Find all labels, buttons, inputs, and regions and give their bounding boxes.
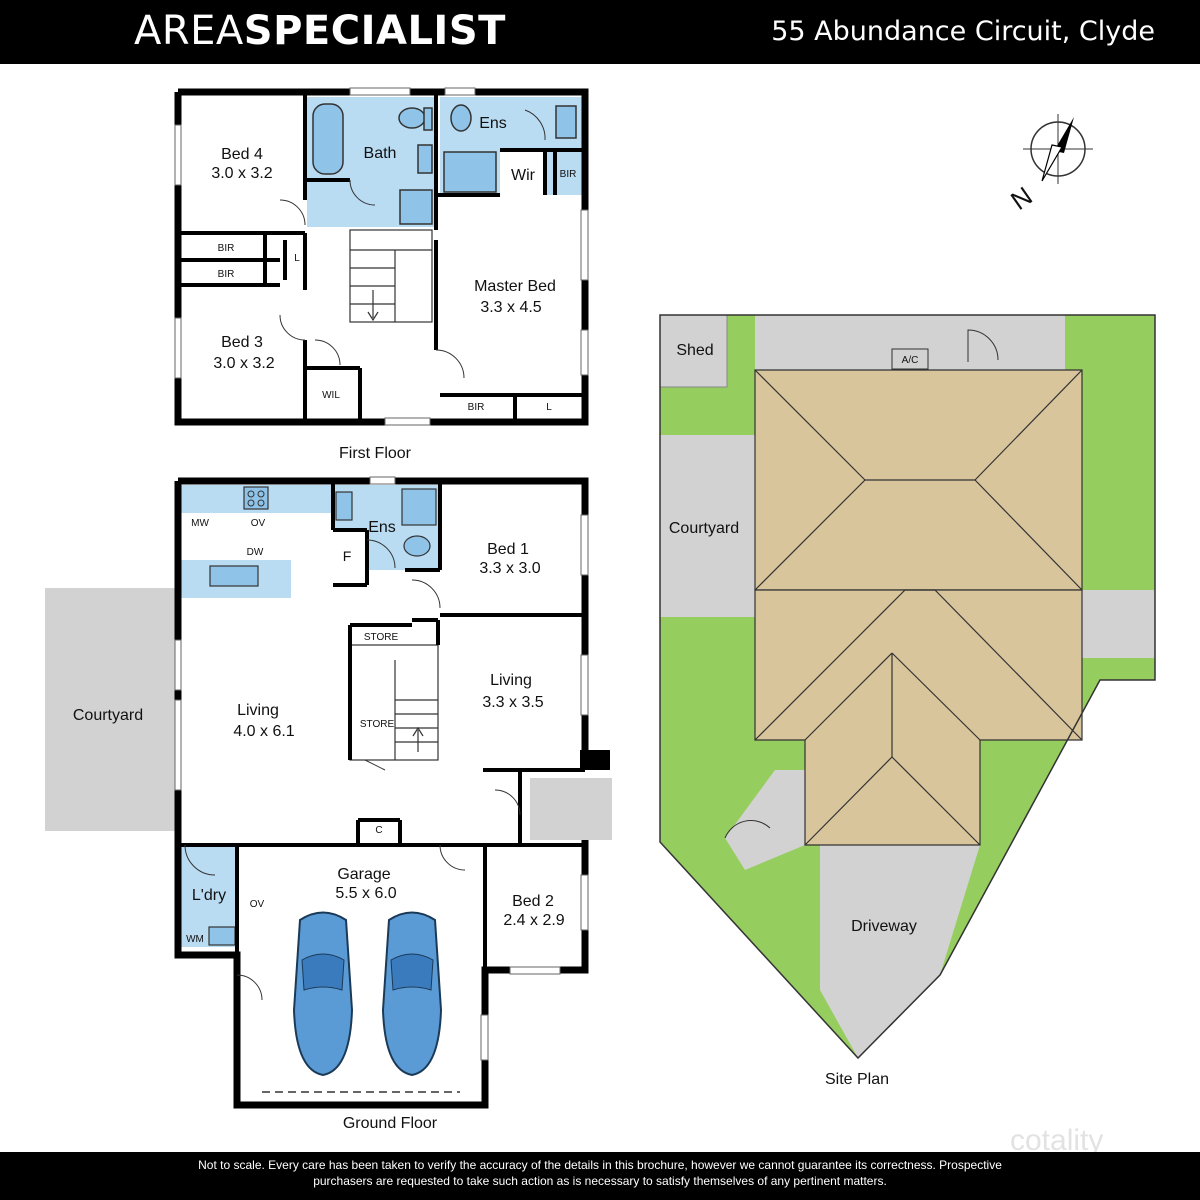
bed4-bir-label: BIR bbox=[218, 243, 235, 254]
ac-label: A/C bbox=[902, 355, 919, 366]
wil-label: WIL bbox=[322, 390, 340, 401]
bed4-size: 3.0 x 3.2 bbox=[211, 165, 272, 182]
car-right-icon bbox=[381, 911, 443, 1077]
property-address: 55 Abundance Circuit, Clyde bbox=[771, 16, 1155, 47]
cupboard-label: C bbox=[375, 825, 382, 836]
bed2-size: 2.4 x 2.9 bbox=[503, 912, 564, 929]
toilet-icon bbox=[398, 107, 426, 129]
site-courtyard bbox=[660, 435, 755, 617]
linen-label: L bbox=[294, 253, 300, 264]
bed3-bir-label: BIR bbox=[218, 269, 235, 280]
toilet-cistern-icon bbox=[423, 107, 433, 131]
bed3-size: 3.0 x 3.2 bbox=[213, 355, 274, 372]
wir-area bbox=[500, 150, 545, 195]
living2-label: Living bbox=[490, 672, 532, 689]
side-paving bbox=[1082, 590, 1155, 658]
first-floor-caption: First Floor bbox=[339, 445, 412, 462]
header-bar bbox=[0, 0, 1200, 64]
store2-label: STORE bbox=[360, 719, 395, 730]
living2-size: 3.3 x 3.5 bbox=[482, 694, 543, 711]
bed1-size: 3.3 x 3.0 bbox=[479, 560, 540, 577]
garage-oven-label: OV bbox=[250, 899, 265, 910]
dishwasher-label: DW bbox=[247, 547, 264, 558]
disclaimer-line-1: Not to scale. Every care has been taken … bbox=[198, 1158, 1002, 1172]
shower-icon bbox=[399, 189, 433, 225]
brand-bold: SPECIALIST bbox=[243, 8, 506, 54]
washing-machine-label: WM bbox=[186, 934, 204, 945]
bed1-label: Bed 1 bbox=[487, 541, 529, 558]
path-area bbox=[725, 770, 805, 870]
master-bed-label: Master Bed bbox=[474, 278, 556, 295]
ground-floor-plan: MW OV DW Ens F Bed 1 3.3 x 3.0 STORE STO… bbox=[45, 476, 612, 1132]
store1-label: STORE bbox=[364, 632, 399, 643]
site-courtyard-label: Courtyard bbox=[669, 520, 739, 537]
porch-area bbox=[530, 778, 612, 840]
wir-label: Wir bbox=[511, 167, 536, 184]
driveway-label: Driveway bbox=[851, 918, 917, 935]
disclaimer-line-2: purchasers are requested to take such ac… bbox=[313, 1174, 887, 1188]
side-courtyard bbox=[45, 588, 175, 831]
bed4-label: Bed 4 bbox=[221, 146, 263, 163]
ground-ensuite-label: Ens bbox=[368, 519, 396, 536]
brand-light: AREA bbox=[134, 8, 244, 54]
ac-unit bbox=[891, 348, 929, 370]
fridge-label: F bbox=[343, 548, 352, 564]
disclaimer-text: Not to scale. Every care has been taken … bbox=[100, 1157, 1100, 1189]
ground-floor-stairs bbox=[349, 644, 439, 761]
footer-bar bbox=[0, 1152, 1200, 1200]
bath-label: Bath bbox=[364, 145, 397, 162]
ens-bir-label: BIR bbox=[560, 169, 577, 180]
garage-size: 5.5 x 6.0 bbox=[335, 885, 396, 902]
master-bir-label: BIR bbox=[468, 402, 485, 413]
car-left-icon bbox=[292, 911, 354, 1077]
brand-logo: AREASPECIALIST bbox=[134, 8, 506, 54]
ensuite-label: Ens bbox=[479, 115, 507, 132]
living-main-size: 4.0 x 6.1 bbox=[233, 723, 294, 740]
living-main-label: Living bbox=[237, 702, 279, 719]
floor-plan-drawing: Bed 4 3.0 x 3.2 Bath Ens Wir BIR BIR BIR… bbox=[45, 87, 1156, 1132]
bed3-label: Bed 3 bbox=[221, 334, 263, 351]
oven-label: OV bbox=[251, 518, 266, 529]
ens-basin-g-icon bbox=[335, 491, 353, 521]
first-floor-plan: Bed 4 3.0 x 3.2 Bath Ens Wir BIR BIR BIR… bbox=[174, 87, 589, 462]
first-floor-stairs bbox=[349, 229, 433, 323]
courtyard-label: Courtyard bbox=[73, 707, 143, 724]
shed-label: Shed bbox=[676, 342, 713, 359]
laundry-tub-icon bbox=[208, 926, 236, 946]
ens-shower-icon bbox=[443, 151, 497, 193]
master-bed-size: 3.3 x 4.5 bbox=[480, 299, 541, 316]
ens-toilet-icon bbox=[450, 104, 472, 132]
microwave-label: MW bbox=[191, 518, 209, 529]
sink-icon bbox=[209, 565, 259, 587]
ens-basin-icon bbox=[555, 105, 577, 139]
ground-floor-caption: Ground Floor bbox=[343, 1115, 438, 1132]
site-plan: Shed A/C Courtyard Driveway Site Plan bbox=[659, 314, 1156, 1088]
bathtub-icon bbox=[312, 103, 344, 175]
compass-icon: N bbox=[1005, 114, 1093, 216]
master-linen-label: L bbox=[546, 402, 552, 413]
ens-shower-g-icon bbox=[401, 488, 437, 526]
cooktop-icon bbox=[243, 486, 269, 510]
shed-structure bbox=[659, 314, 728, 388]
laundry-label: L'dry bbox=[192, 887, 226, 904]
garage-label: Garage bbox=[337, 866, 390, 883]
bed2-label: Bed 2 bbox=[512, 893, 554, 910]
site-plan-caption: Site Plan bbox=[825, 1071, 889, 1088]
ens-toilet-g-icon bbox=[403, 535, 431, 557]
basin-icon bbox=[417, 144, 433, 174]
cotality-watermark: cotality bbox=[1010, 1124, 1104, 1157]
compass-north-label: N bbox=[1005, 181, 1038, 216]
